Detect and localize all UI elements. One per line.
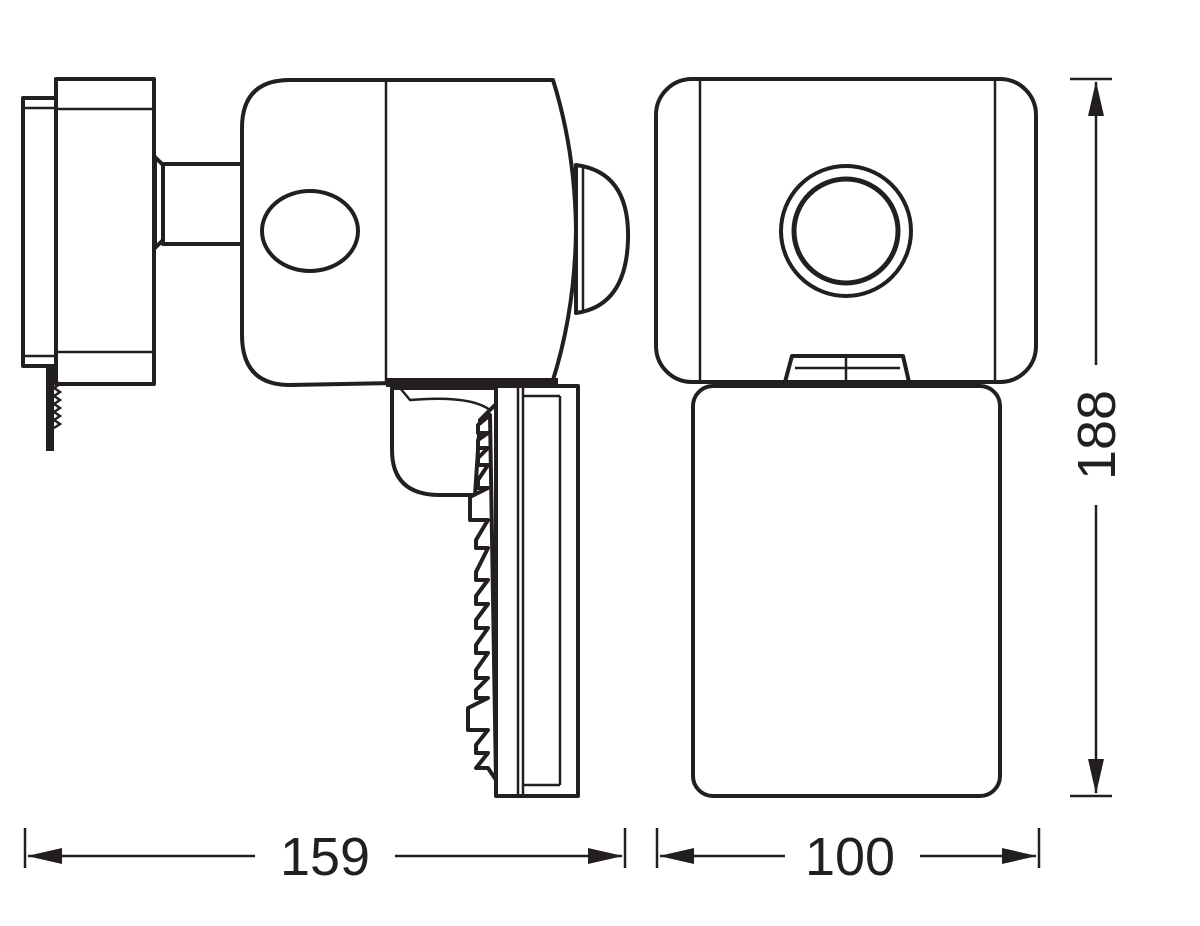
- lamp-head: [240, 78, 631, 387]
- motion-sensor-dome: [574, 163, 631, 315]
- sensor-lens: [791, 176, 901, 286]
- panel-joint: [390, 386, 502, 497]
- led-panel-front: [691, 384, 1002, 798]
- side-view: [21, 77, 631, 798]
- dimension-side-width: 159: [23, 827, 627, 887]
- height-label: 188: [1067, 390, 1127, 480]
- dimension-height: 188: [1067, 77, 1127, 798]
- front-width-label: 100: [805, 827, 895, 887]
- wall-plate: [21, 77, 156, 386]
- pivot-circle: [260, 189, 360, 273]
- mounting-arm: [153, 155, 245, 250]
- led-panel-side: [494, 384, 580, 798]
- lamp-head-front: [654, 77, 1038, 384]
- side-width-label: 159: [280, 827, 370, 887]
- screw: [46, 366, 63, 451]
- dimension-front-width: 100: [655, 827, 1041, 887]
- cooling-fins: [466, 413, 498, 782]
- front-view: [654, 77, 1038, 798]
